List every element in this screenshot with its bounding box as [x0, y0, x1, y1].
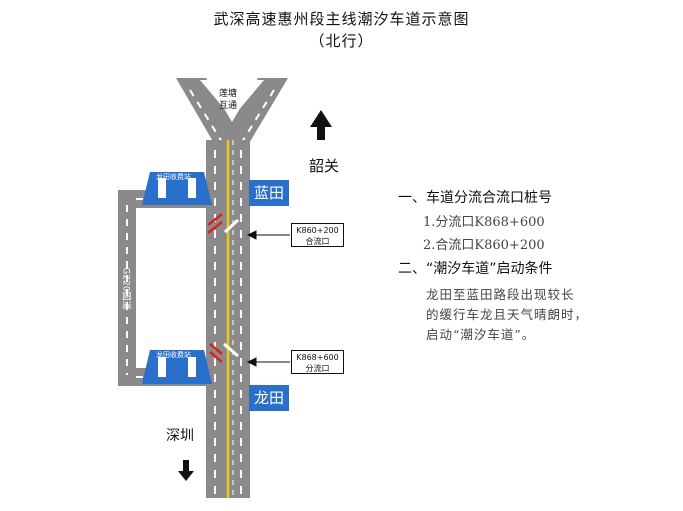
road-name-g220: G220国道 [120, 267, 131, 310]
section2-line-2: 的缓行车龙且天气晴朗时， [426, 307, 589, 322]
north-city-label: 韶关 [309, 157, 340, 175]
diagram-subtitle: （北行） [309, 32, 374, 50]
section2-title: 二、“潮汐车道”启动条件 [398, 261, 553, 277]
merge-point-type: 合流口 [305, 237, 330, 246]
toll-station-top-label: 龙田收费站 [156, 173, 191, 181]
south-arrow-icon [178, 460, 194, 481]
merge-tidal-marking [207, 213, 240, 234]
section1-title: 一、车道分流合流口桩号 [398, 190, 552, 206]
merge-point-callout: K860+200 合流口 [291, 223, 344, 247]
toll-station-bottom-icon [142, 350, 212, 384]
toll-station-bottom-label: 龙田收费站 [156, 351, 191, 359]
interchange-label-2: 互通 [219, 101, 238, 111]
callout-pointers [246, 230, 290, 367]
diverge-point-stake: K868+600 [296, 353, 339, 362]
section1-item-2: 2.合流口K860+200 [423, 238, 545, 253]
south-city-label: 深圳 [166, 428, 194, 444]
lantang-interchange-road [176, 78, 288, 145]
diagram-title: 武深高速惠州段主线潮汐车道示意图 [213, 10, 470, 28]
merge-point-stake: K860+200 [296, 226, 339, 235]
main-highway [206, 140, 250, 498]
toll-station-top-icon [142, 172, 212, 205]
section1-item-1: 1.分流口K868+600 [423, 215, 545, 230]
diverge-tidal-marking [209, 342, 239, 363]
north-arrow-icon [310, 110, 332, 140]
diverge-point-type: 分流口 [305, 364, 330, 373]
section2-line-1: 龙田至蓝田路段出现较长 [426, 287, 575, 302]
diverge-point-callout: K868+600 分流口 [291, 350, 344, 374]
longtian-sign: 龙田 [249, 385, 289, 411]
section2-line-3: 启动“潮汐车道”。 [426, 327, 536, 342]
interchange-label-1: 莲塘 [219, 89, 238, 99]
lantian-sign: 蓝田 [249, 180, 289, 206]
